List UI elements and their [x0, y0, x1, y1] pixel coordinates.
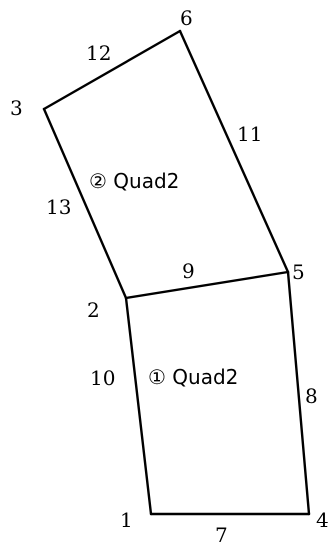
- node-labels: 1 2 3 4 5 6: [10, 6, 329, 532]
- edge-label-7: 7: [215, 523, 228, 547]
- element-2-edges: [42, 29, 290, 300]
- edge-11: [178, 29, 290, 274]
- element-1-edges: [124, 270, 311, 516]
- edge-10: [124, 296, 153, 516]
- element-label-2: ② Quad2: [89, 169, 179, 193]
- edge-label-9: 9: [182, 259, 195, 283]
- edge-13: [42, 107, 128, 300]
- node-label-6: 6: [180, 6, 193, 30]
- node-label-2: 2: [87, 298, 100, 322]
- node-label-4: 4: [316, 508, 329, 532]
- edge-8: [286, 270, 311, 516]
- node-label-5: 5: [292, 260, 305, 284]
- edge-label-13: 13: [46, 195, 71, 219]
- node-label-3: 3: [10, 96, 23, 120]
- element-labels: ① Quad2 ② Quad2: [89, 169, 238, 389]
- edge-label-8: 8: [305, 384, 318, 408]
- edge-label-11: 11: [237, 122, 262, 146]
- edge-labels: 7 8 9 10 11 12 13: [46, 41, 318, 547]
- edge-label-10: 10: [90, 366, 115, 390]
- element-label-1: ① Quad2: [148, 365, 238, 389]
- edge-9: [124, 270, 290, 300]
- edge-label-12: 12: [86, 41, 111, 65]
- node-label-1: 1: [120, 508, 133, 532]
- edge-12: [42, 29, 182, 111]
